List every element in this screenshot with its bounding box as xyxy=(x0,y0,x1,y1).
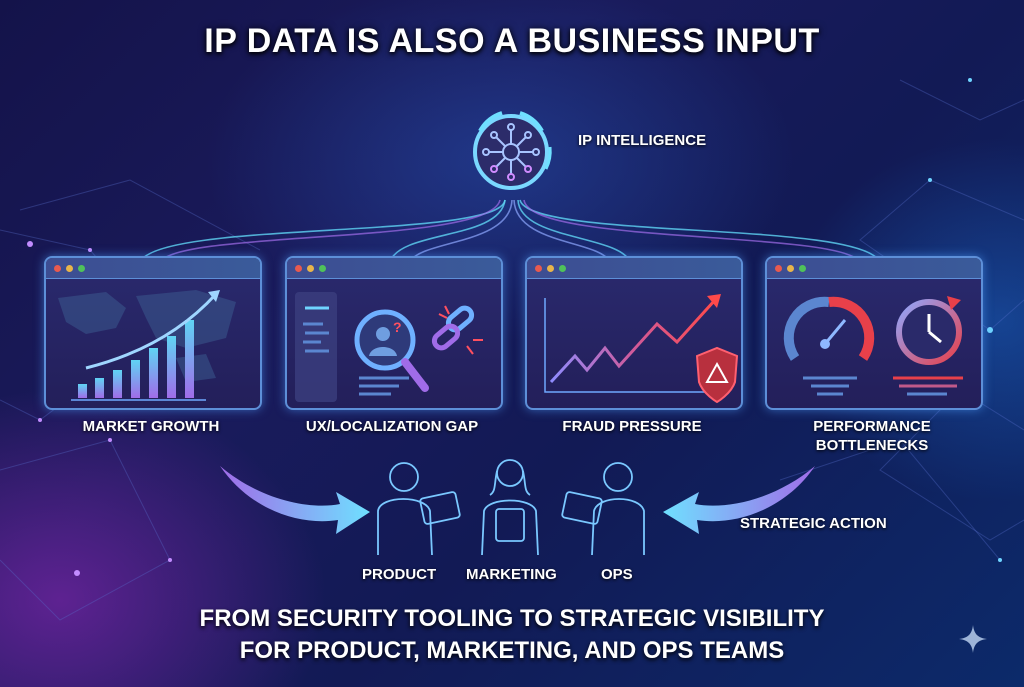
window-dot-green xyxy=(319,264,326,272)
marketing-person-icon xyxy=(481,459,539,556)
team-label-product: PRODUCT xyxy=(362,566,437,583)
window-titlebar xyxy=(287,258,501,279)
team-label-ops: OPS xyxy=(601,566,633,583)
panel-label-line1: PERFORMANCE xyxy=(813,418,931,435)
window-titlebar xyxy=(527,258,741,279)
panel-fraud-pressure xyxy=(525,256,743,410)
window-titlebar xyxy=(767,258,981,279)
window-dot-green xyxy=(78,264,85,272)
page-title: IP DATA IS ALSO A BUSINESS INPUT xyxy=(204,22,820,60)
product-person-icon xyxy=(377,462,461,556)
arrow-left-icon xyxy=(663,466,815,534)
panel-ux-localization-gap: ? xyxy=(285,256,503,410)
window-dot-green xyxy=(799,264,806,272)
window-dot-yellow xyxy=(66,264,73,272)
window-dot-red xyxy=(295,264,302,272)
window-dot-green xyxy=(559,264,566,272)
footer-line2: FOR PRODUCT, MARKETING, AND OPS TEAMS xyxy=(239,637,785,664)
team-label-marketing: MARKETING xyxy=(466,566,557,583)
ops-person-icon xyxy=(561,462,645,556)
rising-line-warning-shield-icon xyxy=(544,294,739,404)
hub-label: IP INTELLIGENCE xyxy=(578,132,707,149)
sparkle-icon xyxy=(959,625,987,653)
world-map-bar-chart-icon xyxy=(58,290,236,401)
magnifier-user-broken-link-icon: ? xyxy=(295,292,483,402)
strategic-action-label: STRATEGIC ACTION xyxy=(740,515,887,532)
panel-label-fraud-pressure: FRAUD PRESSURE xyxy=(562,418,702,435)
network-hub-icon xyxy=(473,111,552,190)
window-dot-yellow xyxy=(787,264,794,272)
panel-label-performance-bottlenecks: PERFORMANCE BOTTLENECKS xyxy=(757,417,987,455)
panel-performance-bottlenecks xyxy=(765,256,983,410)
window-dot-yellow xyxy=(307,264,314,272)
arrow-right-icon xyxy=(220,466,370,534)
footer-line1: FROM SECURITY TOOLING TO STRATEGIC VISIB… xyxy=(199,605,825,632)
speedometer-clock-icon xyxy=(783,296,963,396)
panel-label-ux-localization-gap: UX/LOCALIZATION GAP xyxy=(305,418,479,435)
window-dot-red xyxy=(535,264,542,272)
panel-market-growth xyxy=(44,256,262,410)
svg-text:?: ? xyxy=(393,319,402,335)
team-figures xyxy=(377,459,645,556)
window-dot-red xyxy=(775,264,782,272)
window-titlebar xyxy=(46,258,260,279)
window-dot-yellow xyxy=(547,264,554,272)
window-dot-red xyxy=(54,264,61,272)
panel-label-market-growth: MARKET GROWTH xyxy=(82,418,220,435)
panel-label-line2: BOTTLENECKS xyxy=(815,437,929,454)
footer-tagline: FROM SECURITY TOOLING TO STRATEGIC VISIB… xyxy=(0,603,1024,667)
